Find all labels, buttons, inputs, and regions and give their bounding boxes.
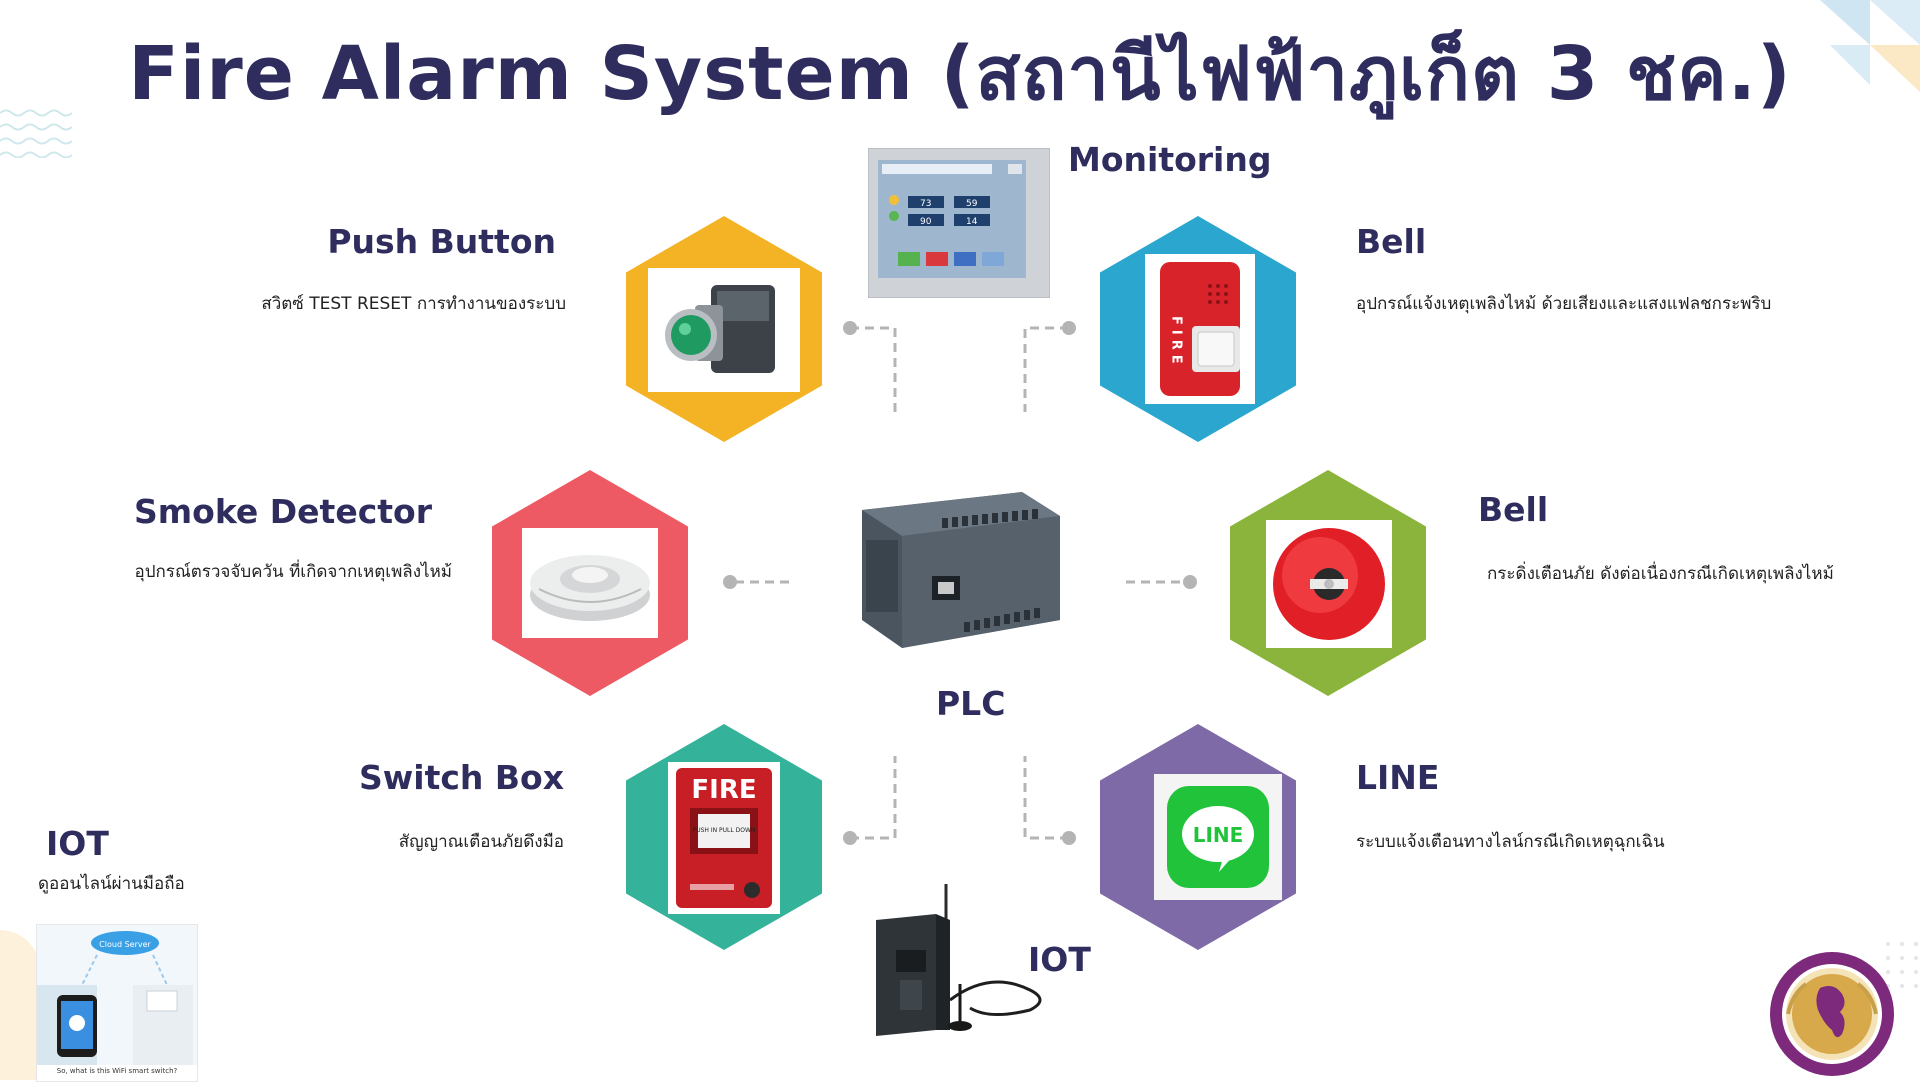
push-button-node xyxy=(626,216,822,442)
plc-label: PLC xyxy=(936,684,1006,723)
bell-ring-node xyxy=(1230,470,1426,696)
dots-decoration xyxy=(1886,942,1918,988)
bell-strobe-desc: อุปกรณ์แจ้งเหตุเพลิงไหม้ ด้วยเสียงและแสง… xyxy=(1356,294,1772,314)
iot-gateway-image xyxy=(866,880,1046,1040)
smoke-detector-desc: อุปกรณ์ตรวจจับควัน ที่เกิดจากเหตุเพลิงไห… xyxy=(134,562,452,582)
bell-strobe-image: FIRE xyxy=(1145,254,1255,404)
corner-arc-decoration xyxy=(0,930,40,1080)
line-logo-text: LINE xyxy=(1193,823,1244,847)
plc-image xyxy=(852,470,1068,670)
iot-cloud-text: Cloud Server xyxy=(99,940,151,949)
iot-gateway-label: IOT xyxy=(1028,940,1091,979)
iot-mobile-thumbnail: Cloud Server So, what is this WiFi smart… xyxy=(36,924,198,1082)
hmi-value-4: 14 xyxy=(966,217,978,227)
line-desc: ระบบแจ้งเตือนทางไลน์กรณีเกิดเหตุฉุกเฉิน xyxy=(1356,832,1665,852)
page-title: Fire Alarm System (สถานีไฟฟ้าภูเก็ต 3 ชค… xyxy=(128,31,1792,117)
iot-mobile-label: IOT xyxy=(46,824,109,863)
bell-ring-image xyxy=(1266,520,1392,648)
iot-thumbnail-caption: So, what is this WiFi smart switch? xyxy=(56,1067,178,1075)
iot-mobile-desc: ดูออนไลน์ผ่านมือถือ xyxy=(38,874,185,894)
switch-box-image: FIRE PUSH IN PULL DOWN xyxy=(668,762,780,914)
bell-strobe-text: FIRE xyxy=(1169,316,1184,369)
bell-strobe-node: FIRE xyxy=(1100,216,1296,442)
smoke-detector-node xyxy=(492,470,688,696)
line-image: LINE xyxy=(1154,774,1282,900)
pea-logo xyxy=(1768,950,1896,1078)
triangle-decoration xyxy=(1820,0,1920,92)
line-label: LINE xyxy=(1356,758,1440,797)
hmi-value-2: 59 xyxy=(966,199,978,209)
line-node: LINE xyxy=(1100,724,1296,950)
bell-strobe-label: Bell xyxy=(1356,222,1427,261)
push-button-image xyxy=(648,268,800,392)
push-button-desc: สวิตซ์ TEST RESET การทำงานของระบบ xyxy=(261,294,566,314)
bell-ring-label: Bell xyxy=(1478,490,1549,529)
monitoring-label: Monitoring xyxy=(1068,140,1272,179)
smoke-detector-image xyxy=(522,528,658,638)
switch-box-node: FIRE PUSH IN PULL DOWN xyxy=(626,724,822,950)
hmi-value-1: 73 xyxy=(920,199,931,209)
switch-box-label: Switch Box xyxy=(359,758,564,797)
monitoring-hmi-image: 73 59 90 14 xyxy=(867,147,1051,299)
hmi-value-3: 90 xyxy=(920,217,932,227)
push-button-label: Push Button xyxy=(327,222,556,261)
switch-box-desc: สัญญาณเตือนภัยดึงมือ xyxy=(398,832,564,852)
bell-ring-desc: กระดิ่งเตือนภัย ดังต่อเนื่องกรณีเกิดเหตุ… xyxy=(1487,564,1834,584)
switch-box-instruction: PUSH IN PULL DOWN xyxy=(693,827,756,834)
wave-decoration xyxy=(0,109,73,158)
smoke-detector-label: Smoke Detector xyxy=(134,492,432,531)
switch-box-fire-text: FIRE xyxy=(691,775,756,805)
